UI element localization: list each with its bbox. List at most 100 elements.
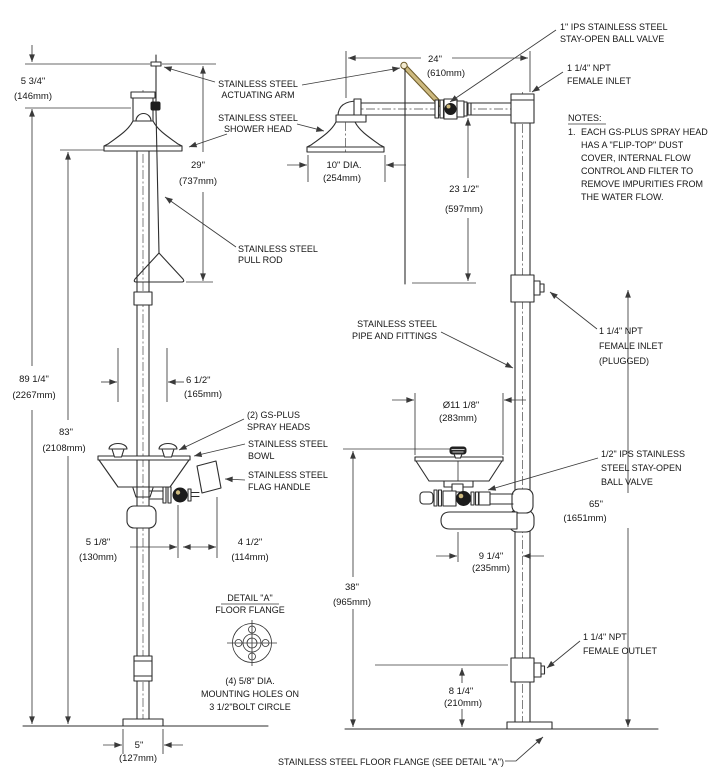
dim-10-in: 10" DIA. — [326, 160, 361, 171]
dim-5-in: 5" — [135, 740, 144, 751]
notes-line-5: REMOVE IMPURITIES FROM — [581, 179, 703, 189]
dim-6-1-2-ext — [117, 348, 168, 402]
leader-ball-valve-12 — [487, 457, 599, 491]
supply-pipe — [514, 94, 531, 723]
label-pipe-fittings-2: PIPE AND FITTINGS — [352, 331, 437, 341]
detail-a-line-2: MOUNTING HOLES ON — [201, 689, 299, 699]
actuating-arm-knob — [150, 101, 161, 111]
leader-inlet-plugged — [549, 291, 598, 330]
shower-head-bell-side — [306, 121, 385, 153]
supply-elbow-fitting — [511, 488, 534, 514]
leader-pull-rod — [164, 196, 237, 248]
dim-5-3-4-in: 5 3/4" — [21, 76, 46, 87]
ball-valve-front — [172, 487, 188, 503]
detail-a — [221, 603, 279, 666]
notes-line-2: HAS A "FLIP-TOP" DUST — [581, 140, 684, 150]
leader-floor-flange — [505, 736, 544, 762]
label-pull-rod-1: STAINLESS STEEL — [238, 244, 318, 254]
label-female-inlet-1: 1 1/4" NPT — [567, 63, 611, 73]
text-layer: 5 3/4" (146mm) 89 1/4" (2267mm) 83" (210… — [12, 22, 708, 767]
dimensions-front-view — [25, 45, 218, 754]
notes-line-1: EACH GS-PLUS SPRAY HEAD — [581, 127, 708, 137]
eyewash-bowl-body-front — [98, 459, 190, 498]
dim-11-1-8-mm: (283mm) — [439, 413, 477, 424]
leader-shower-head-right — [296, 123, 325, 132]
label-actuating-arm-1: STAINLESS STEEL — [218, 79, 298, 89]
leader-actuating-arm-right — [301, 66, 401, 86]
label-inlet-plugged-2: FEMALE INLET — [599, 341, 664, 351]
flag-handle — [196, 460, 222, 494]
label-ball-valve-12-2: STEEL STAY-OPEN — [601, 463, 682, 473]
standpipe-front — [136, 150, 150, 720]
shower-head-bell-front — [103, 120, 183, 152]
dim-6-1-2-in: 6 1/2" — [186, 375, 211, 386]
dim-6-1-2-mm: (165mm) — [184, 389, 222, 400]
leader-ball-valve-1 — [449, 29, 557, 103]
plugged-inlet-tee — [510, 274, 535, 303]
spray-head-right — [158, 442, 178, 458]
label-actuating-arm-2: ACTUATING ARM — [221, 90, 294, 100]
label-spray-heads-1: (2) GS-PLUS — [247, 410, 300, 420]
dim-10-ext — [307, 155, 386, 182]
dim-89-in: 89 1/4" — [19, 374, 49, 385]
label-spray-heads-2: SPRAY HEADS — [247, 422, 310, 432]
notes-item-number: 1. — [568, 127, 576, 137]
label-pipe-fittings-1: STAINLESS STEEL — [357, 319, 437, 329]
dim-38-in: 38" — [345, 582, 359, 593]
label-ball-valve-12-3: BALL VALVE — [601, 477, 653, 487]
spray-head-side — [449, 446, 467, 459]
label-female-outlet-2: FEMALE OUTLET — [583, 646, 658, 656]
dim-8-1-4-mm: (210mm) — [444, 698, 482, 709]
actuating-arm-rod-front — [155, 54, 160, 254]
dim-29-in: 29" — [191, 160, 205, 171]
eyewash-bowl-rim-front — [97, 455, 191, 461]
label-ball-valve-1-2: STAY-OPEN BALL VALVE — [560, 34, 664, 44]
dim-9-1-4-in: 9 1/4" — [479, 551, 504, 562]
arm-valve-ball — [444, 103, 457, 115]
leader-bowl — [193, 443, 246, 458]
pipe-coupling-lower-lines — [133, 660, 153, 677]
detail-a-line-3: 3 1/2"BOLT CIRCLE — [209, 702, 290, 712]
side-view-figure — [306, 61, 659, 730]
dim-11-1-8-ext — [414, 393, 504, 455]
actuating-arm-cap-front — [150, 61, 162, 67]
detail-a-line-1: (4) 5/8" DIA. — [225, 676, 274, 686]
outlet-plug — [533, 662, 546, 678]
label-floor-flange-caption: STAINLESS STEEL FLOOR FLANGE (SEE DETAIL… — [278, 757, 504, 767]
notes-heading: NOTES: — [568, 113, 602, 123]
detail-a-subtitle: FLOOR FLANGE — [215, 605, 285, 615]
pipe-coupling-lower — [133, 655, 153, 682]
notes-line-3: COVER, INTERNAL FLOW — [581, 153, 691, 163]
dim-89-mm: (2267mm) — [12, 390, 55, 401]
label-shower-head-2: SHOWER HEAD — [224, 124, 293, 134]
dim-23-1-2-mm: (597mm) — [445, 204, 483, 215]
arm-valve-bars-right — [463, 101, 472, 117]
dim-83-in: 83" — [59, 427, 73, 438]
actuating-arm-ring — [400, 61, 408, 70]
label-bowl-2: BOWL — [248, 451, 275, 461]
dim-8-1-4-in: 8 1/4" — [449, 686, 474, 697]
dim-65-mm: (1651mm) — [563, 513, 606, 524]
valve-union-bars-side — [433, 489, 443, 507]
ball-valve-side — [456, 491, 471, 506]
leader-pipe-fittings — [440, 331, 514, 369]
detail-a-title: DETAIL "A" — [227, 593, 272, 603]
dim-5-ext — [122, 729, 164, 754]
shower-valve-dome — [135, 113, 152, 122]
shower-valve-top-plate — [130, 91, 156, 99]
dim-10-mm: (254mm) — [323, 173, 361, 184]
dim-5-mm: (127mm) — [119, 753, 157, 764]
notes-line-6: THE WATER FLOW. — [581, 192, 664, 202]
label-flag-handle-2: FLAG HANDLE — [248, 482, 311, 492]
valve-bar-front — [187, 488, 192, 502]
eyewash-bowl-body-side — [415, 460, 503, 482]
front-view-figure — [22, 54, 269, 727]
leader-flag-handle — [224, 476, 246, 483]
pull-rod-triangle-handle — [133, 252, 185, 283]
dim-9-1-4-mm: (235mm) — [472, 563, 510, 574]
outlet-tee — [510, 657, 535, 683]
dim-5-1-8-in: 5 1/8" — [86, 537, 111, 548]
dim-83-mm: (2108mm) — [42, 443, 85, 454]
